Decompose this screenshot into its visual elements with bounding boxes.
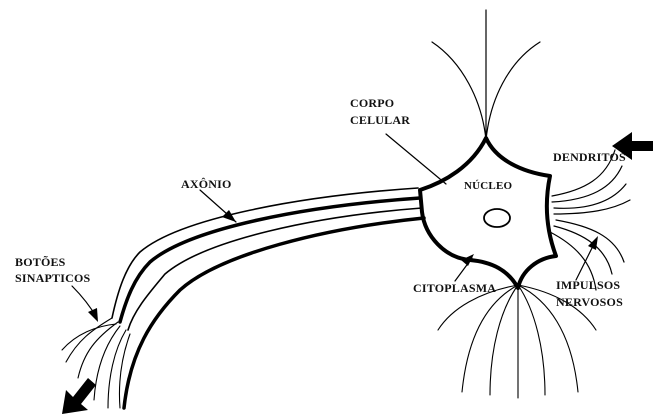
botoes-leader-arrowhead <box>88 308 98 322</box>
label-axonio: AXÔNIO <box>181 177 232 192</box>
label-citoplasma: CITOPLASMA <box>413 281 496 296</box>
upper-dendrites <box>432 10 540 140</box>
label-corpo-celular-line-2: CELULAR <box>350 113 410 128</box>
label-dendritos: DENDRITOS <box>553 150 626 165</box>
right-dendrites <box>550 150 630 290</box>
axon <box>112 188 424 408</box>
label-botoes-sinapticos-line-1: BOTÕES <box>15 255 66 270</box>
cell-body-outline <box>420 138 556 288</box>
label-impulsos-nervosos-line-1: IMPULSOS <box>556 278 620 293</box>
label-corpo-celular-line-1: CORPO <box>350 96 394 111</box>
impulsos-leader-arrowhead <box>588 236 598 250</box>
synaptic-terminals <box>62 318 130 408</box>
label-impulsos-nervosos-line-2: NERVOSOS <box>556 295 623 310</box>
label-botoes-sinapticos-line-2: SINAPTICOS <box>15 271 90 286</box>
output-arrow-icon <box>62 378 96 414</box>
label-nucleo: NÚCLEO <box>464 179 512 194</box>
nucleus-shape <box>484 209 510 227</box>
corpo-celular-leader <box>386 134 446 184</box>
